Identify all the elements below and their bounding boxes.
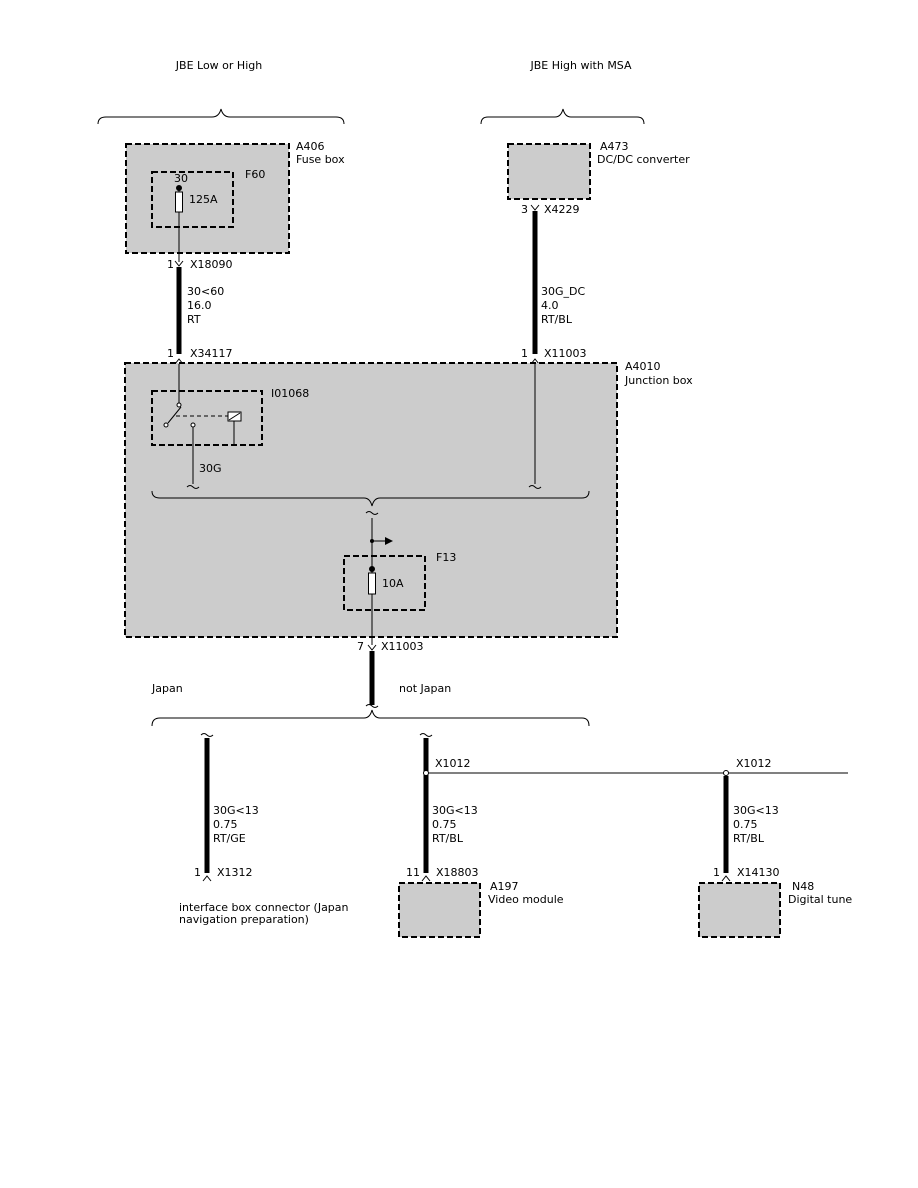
fuse-f60 [151,171,234,228]
x18090-pin: 1 [167,258,174,271]
w1-color: RT [187,313,201,326]
f13-node [369,566,375,572]
x34117-name: X34117 [190,347,233,360]
branch-arrow-icon [385,537,393,545]
brace-right [480,108,645,125]
x14130-connector-icon [721,875,731,882]
x1312-connector-icon [202,875,212,882]
w4-color: RT/GE [213,832,246,845]
x14130-pin: 1 [713,866,720,879]
x18803-connector-icon [421,875,431,882]
x1312-name: X1312 [217,866,253,879]
w6-color: RT/BL [733,832,765,845]
x18803-name: X18803 [436,866,479,879]
fuse-box-a406 [125,143,290,254]
x18090-name: X18090 [190,258,233,271]
a473-name: DC/DC converter [597,153,690,166]
a473-id: A473 [600,140,629,153]
i01068-id: I01068 [271,387,309,400]
a197-id: A197 [490,880,519,893]
w4-size: 0.75 [213,818,238,831]
x18803-pin: 11 [406,866,420,879]
brace-lower [151,709,590,727]
w1-signal: 30<60 [187,285,224,298]
w5-size: 0.75 [432,818,457,831]
f13-id: F13 [436,551,456,564]
n48-name: Digital tune [788,893,852,906]
x14130-name: X14130 [737,866,780,879]
f60-id: F60 [245,168,265,181]
wire-break-output [365,704,379,708]
f60-terminal: 30 [174,172,188,185]
x11003-bot-name: X11003 [381,640,424,653]
video-module-a197 [398,882,481,938]
f13-fuse-icon [368,572,376,595]
x4229-pin: 3 [521,203,528,216]
relay-contact-pivot [163,422,169,428]
x11003-top-name: X11003 [544,347,587,360]
x18090-connector-icon [174,260,184,267]
fuse-f13 [343,555,426,611]
x1312-pin: 1 [194,866,201,879]
a4010-id: A4010 [625,360,661,373]
group-title-jbe-low-high: JBE Low or High [175,59,262,72]
node-x1012-a [423,770,429,776]
w5-color: RT/BL [432,832,464,845]
wire-break-30g [186,485,200,489]
w6-signal: 30G<13 [733,804,779,817]
x1312-desc-2: navigation preparation) [179,913,309,926]
x11003-top-pin: 1 [521,347,528,360]
dcdc-converter-a473 [507,143,591,200]
x11003-bot-pin: 7 [357,640,364,653]
x4229-connector-icon [530,204,540,211]
w2-color: RT/BL [541,313,573,326]
relay-i01068 [151,390,263,446]
w2-size: 4.0 [541,299,559,312]
group-title-jbe-high-msa: JBE High with MSA [529,59,632,72]
w6-size: 0.75 [733,818,758,831]
w2-signal: 30G_DC [541,285,585,298]
x1012-b-name: X1012 [736,757,772,770]
w4-signal: 30G<13 [213,804,259,817]
a406-id: A406 [296,140,325,153]
n48-id: N48 [792,880,814,893]
w3-signal: 30G [199,462,222,475]
w5-signal: 30G<13 [432,804,478,817]
label-japan: Japan [151,682,183,695]
wire-break-center [365,511,379,515]
brace-left [97,108,345,125]
x1012-a-name: X1012 [435,757,471,770]
relay-coil-diagonal [228,412,241,421]
wire-break-not-japan [419,733,433,737]
brace-internal [151,490,590,507]
f13-rating: 10A [382,577,404,590]
x11003-bot-connector-icon [367,644,377,651]
label-not-japan: not Japan [399,682,451,695]
x34117-pin: 1 [167,347,174,360]
junction-box-a4010 [124,362,618,638]
f60-fuse-icon [175,191,183,213]
digital-tuner-n48 [698,882,781,938]
x4229-name: X4229 [544,203,580,216]
wire-break-japan [200,733,214,737]
a4010-name: Junction box [624,374,693,387]
f60-rating: 125A [189,193,218,206]
wire-break-dc [528,485,542,489]
w1-size: 16.0 [187,299,212,312]
a406-name: Fuse box [296,153,345,166]
relay-switch-arm [167,406,182,424]
x1312-desc-1: interface box connector (Japan [179,901,349,914]
a197-name: Video module [488,893,564,906]
relay-contact-top [176,402,182,408]
relay-contact-output [190,422,196,428]
node-x1012-b [723,770,729,776]
